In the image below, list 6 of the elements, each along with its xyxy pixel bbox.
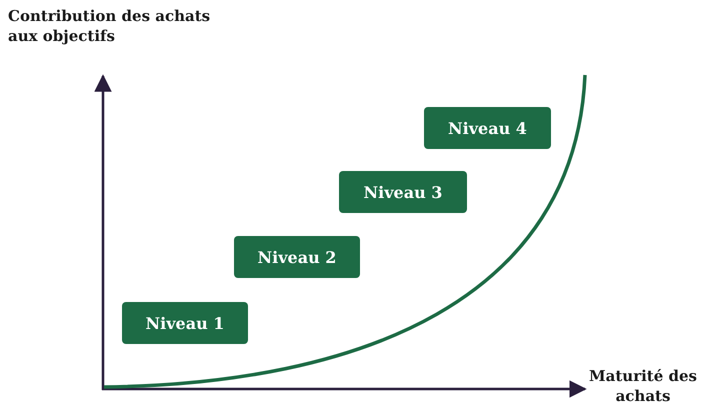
level-box: Niveau 3 (339, 171, 467, 213)
x-axis-title: Maturité des achats (588, 366, 698, 406)
level-box: Niveau 1 (122, 302, 248, 344)
level-box: Niveau 2 (234, 236, 360, 278)
y-axis-title: Contribution des achats aux objectifs (8, 6, 212, 46)
level-box: Niveau 4 (424, 107, 551, 149)
